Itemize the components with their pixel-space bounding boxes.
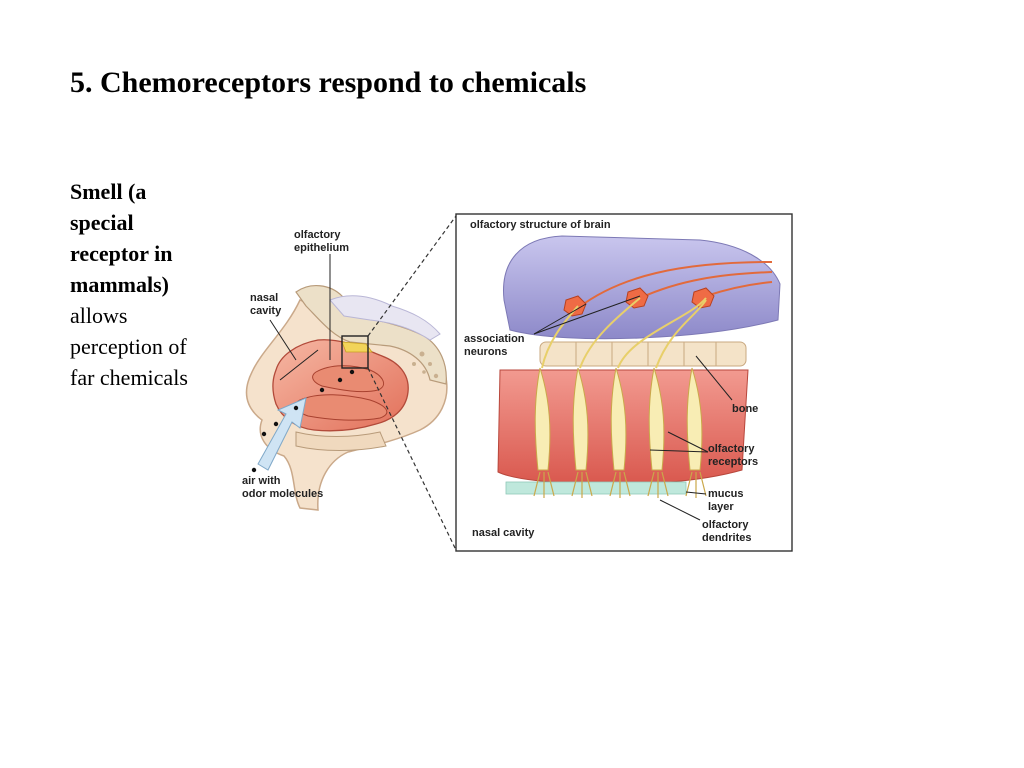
- olfactory-epithelium-strip: [341, 341, 373, 353]
- body-line: far chemicals: [70, 365, 188, 390]
- receptor-axons: [541, 297, 707, 369]
- head-cross-section: olfactory epithelium nasal cavity air wi…: [242, 229, 448, 511]
- skull-bone: [295, 285, 447, 385]
- label-olfactory-receptors: receptors: [708, 456, 758, 468]
- body-bold-line: special: [70, 210, 134, 235]
- slide-title: 5. Chemoreceptors respond to chemicals: [70, 66, 587, 99]
- mucus-layer: [505, 481, 687, 495]
- label-air-with-odor: odor molecules: [242, 488, 323, 500]
- label-mucus-layer: mucus: [708, 488, 743, 500]
- olfactory-inset: olfactory structure of brain association…: [455, 213, 793, 552]
- air-flow-arrow: [257, 397, 307, 471]
- label-nasal-cavity: nasal: [250, 292, 278, 304]
- palate: [295, 431, 387, 451]
- brain-tissue: [329, 295, 441, 341]
- body-line: perception of: [70, 334, 187, 359]
- label-olfactory-epithelium: epithelium: [294, 242, 349, 254]
- head-leader-lines: [269, 254, 331, 381]
- bone-segments: [575, 342, 717, 366]
- label-olfactory-epithelium: olfactory: [294, 229, 341, 241]
- label-association-neurons: association: [464, 333, 525, 345]
- bone-layer: [539, 341, 747, 367]
- zoom-connector-lines: [367, 215, 457, 551]
- sinus-texture: [412, 351, 439, 379]
- label-olfactory-dendrites: olfactory: [702, 519, 749, 531]
- olfactory-receptor-cells: [534, 367, 703, 471]
- body-bold-line: Smell (a: [70, 179, 147, 204]
- inset-marker-box: [341, 335, 369, 369]
- label-olfactory-dendrites: dendrites: [702, 532, 752, 544]
- body-bold-line: receptor in: [70, 241, 173, 266]
- label-air-with-odor: air with: [242, 475, 281, 487]
- odor-molecules: [251, 369, 355, 473]
- body-line: allows: [70, 303, 128, 328]
- label-bone: bone: [732, 403, 758, 415]
- label-inset-nasal-cavity: nasal cavity: [472, 527, 535, 539]
- association-neurons: [563, 287, 715, 317]
- label-association-neurons: neurons: [464, 346, 507, 358]
- label-olfactory-receptors: olfactory: [708, 443, 755, 455]
- label-nasal-cavity: cavity: [250, 305, 282, 317]
- inset-leader-lines: [533, 295, 733, 521]
- body-bold-line: mammals): [70, 272, 169, 297]
- label-brain-structure: olfactory structure of brain: [470, 219, 611, 231]
- label-mucus-layer: layer: [708, 501, 734, 513]
- olfactory-dendrites: [533, 471, 707, 498]
- body-text: Smell (a special receptor in mammals) al…: [70, 176, 220, 393]
